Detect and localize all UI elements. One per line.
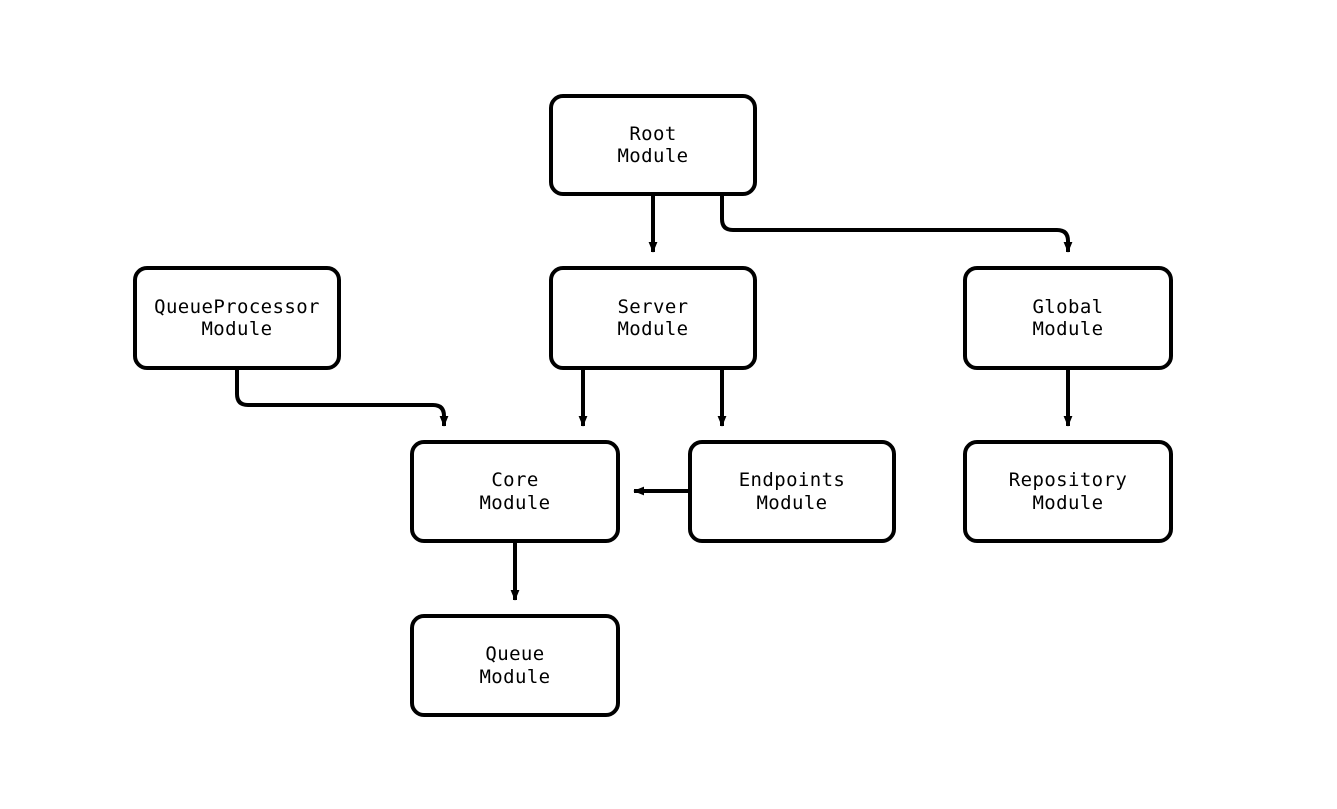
edge-queueprocessor-to-core	[235, 370, 449, 427]
node-repository-module[interactable]: Repository Module	[963, 440, 1173, 543]
node-queueprocessor-module-name: QueueProcessor	[154, 295, 320, 318]
node-root-module[interactable]: Root Module	[549, 94, 757, 196]
node-global-module-name: Global	[1032, 295, 1104, 318]
node-server-module-suffix: Module	[617, 318, 689, 340]
node-endpoints-module-name: Endpoints	[738, 469, 846, 492]
node-queue-module-suffix: Module	[479, 665, 551, 688]
node-endpoints-module-suffix: Module	[756, 491, 828, 514]
node-server-module[interactable]: Server Module	[549, 266, 757, 370]
node-root-module-name: Root	[629, 122, 677, 145]
node-queueprocessor-module-suffix: Module	[201, 318, 273, 340]
node-queue-module[interactable]: Queue Module	[410, 614, 620, 717]
node-global-module-suffix: Module	[1032, 318, 1104, 340]
node-server-module-name: Server	[617, 295, 689, 318]
node-root-module-suffix: Module	[617, 145, 689, 167]
edge-root-to-global	[720, 196, 1073, 253]
node-repository-module-suffix: Module	[1032, 491, 1104, 514]
node-endpoints-module[interactable]: Endpoints Module	[688, 440, 896, 543]
node-global-module[interactable]: Global Module	[963, 266, 1173, 370]
node-core-module-suffix: Module	[479, 491, 551, 514]
node-queueprocessor-module[interactable]: QueueProcessor Module	[133, 266, 341, 370]
node-core-module[interactable]: Core Module	[410, 440, 620, 543]
node-repository-module-name: Repository	[1008, 469, 1128, 492]
node-queue-module-name: Queue	[485, 643, 545, 666]
node-core-module-name: Core	[491, 469, 539, 492]
